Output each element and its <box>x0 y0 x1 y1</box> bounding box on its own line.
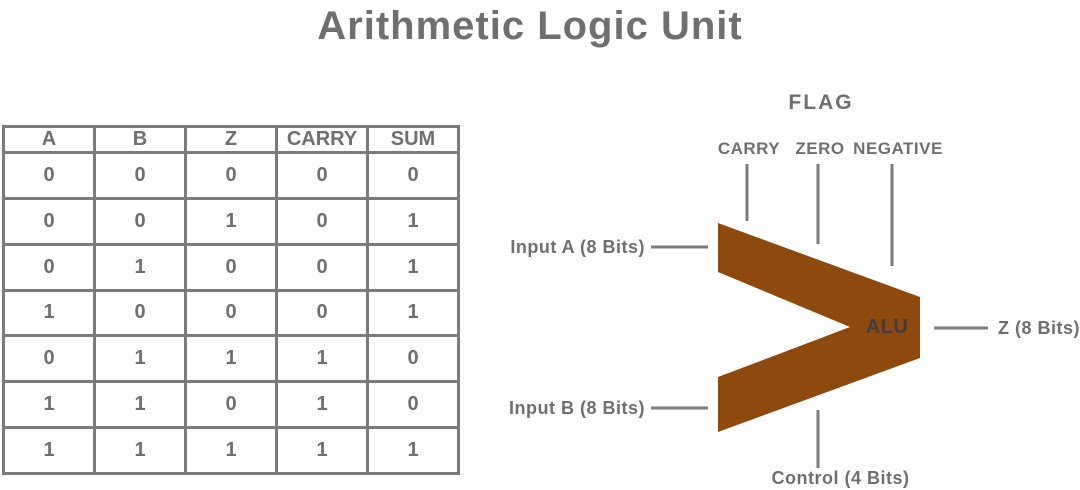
table-row: 1 0 0 0 1 <box>2 288 460 338</box>
table-cell: 0 <box>275 151 369 200</box>
table-cell: 0 <box>2 242 96 292</box>
table-cell: 0 <box>93 288 187 338</box>
table-cell: 1 <box>93 380 187 430</box>
table-cell: 0 <box>2 151 96 200</box>
table-cell: 1 <box>93 242 187 292</box>
table-cell: 0 <box>184 242 278 292</box>
table-cell: 1 <box>366 288 460 338</box>
table-cell: 0 <box>93 196 187 246</box>
table-cell: 1 <box>2 288 96 338</box>
table-header-z: Z <box>184 125 278 154</box>
control-label: Control (4 Bits) <box>771 468 910 488</box>
table-cell: 0 <box>366 380 460 430</box>
alu-shape <box>718 223 920 432</box>
table-cell: 0 <box>184 151 278 200</box>
table-header-a: A <box>2 125 96 154</box>
table-row: 0 1 0 0 1 <box>2 242 460 292</box>
table-cell: 1 <box>184 426 278 475</box>
table-row: 0 0 0 0 0 <box>2 151 460 200</box>
page-title: Arithmetic Logic Unit <box>317 4 743 48</box>
table-header-carry: CARRY <box>275 125 369 154</box>
table-cell: 0 <box>2 196 96 246</box>
table-header-b: B <box>93 125 187 154</box>
table-cell: 0 <box>366 334 460 384</box>
table-cell: 1 <box>184 196 278 246</box>
z-output-label: Z (8 Bits) <box>998 318 1080 338</box>
table-cell: 1 <box>275 426 369 475</box>
table-cell: 0 <box>275 196 369 246</box>
table-cell: 0 <box>275 242 369 292</box>
table-cell: 1 <box>184 334 278 384</box>
table-row: 1 1 0 1 0 <box>2 380 460 430</box>
table-cell: 1 <box>366 196 460 246</box>
input-b-label: Input B (8 Bits) <box>509 398 645 418</box>
input-a-label: Input A (8 Bits) <box>510 237 645 257</box>
table-cell: 1 <box>366 426 460 475</box>
table-cell: 0 <box>93 151 187 200</box>
truth-table: A B Z CARRY SUM 0 0 0 0 0 0 0 1 0 1 <box>2 125 460 475</box>
table-cell: 1 <box>275 380 369 430</box>
table-cell: 1 <box>2 380 96 430</box>
flag-label-carry: CARRY <box>717 139 781 158</box>
table-cell: 0 <box>275 288 369 338</box>
table-row: 1 1 1 1 1 <box>2 426 460 475</box>
table-cell: 1 <box>93 334 187 384</box>
table-cell: 0 <box>2 334 96 384</box>
table-row: 0 1 1 1 0 <box>2 334 460 384</box>
table-header-row: A B Z CARRY SUM <box>2 125 460 154</box>
alu-label: ALU <box>865 316 909 338</box>
table-cell: 1 <box>93 426 187 475</box>
table-cell: 1 <box>275 334 369 384</box>
table-row: 0 0 1 0 1 <box>2 196 460 246</box>
table-cell: 0 <box>184 288 278 338</box>
table-cell: 1 <box>2 426 96 475</box>
flag-title: FLAG <box>788 91 854 114</box>
table-header-sum: SUM <box>366 125 460 154</box>
table-cell: 0 <box>366 151 460 200</box>
table-cell: 1 <box>366 242 460 292</box>
flag-label-negative: NEGATIVE <box>853 139 943 158</box>
flag-label-zero: ZERO <box>795 139 845 158</box>
table-cell: 0 <box>184 380 278 430</box>
